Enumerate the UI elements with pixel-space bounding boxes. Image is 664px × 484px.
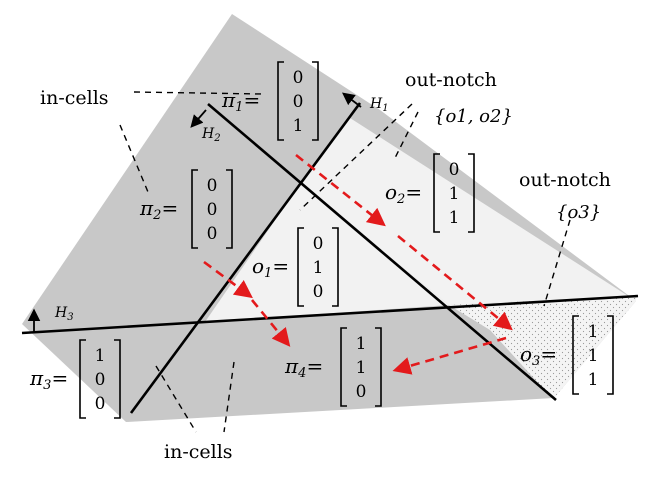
vector-entry: 1	[449, 184, 460, 204]
left-bracket	[79, 339, 86, 419]
label-set-o1o2: {o1, o2}	[434, 106, 513, 127]
right-bracket	[332, 227, 339, 307]
label-set-o3: {o3}	[556, 202, 601, 223]
right-bracket	[226, 169, 233, 249]
label-H2: H2	[201, 126, 221, 144]
cell-vector-π3: π3= 1 0 0	[29, 339, 121, 419]
vector-entry: 1	[356, 358, 367, 378]
vector-entry: 0	[95, 370, 106, 390]
flow-arrow-o1-pi4	[250, 299, 291, 347]
cell-vector-π1: π1= 0 0 1	[221, 61, 319, 141]
vector-entry: 0	[449, 160, 460, 180]
H2-normal-arrow	[190, 109, 207, 128]
vector-entry: 1	[356, 334, 367, 354]
cell-vector-o3: o3= 1 1 1	[520, 315, 614, 395]
label-in-cells-top: in-cells	[40, 87, 109, 109]
left-bracket	[277, 61, 284, 141]
flow-arrow-o3-pi4	[392, 336, 507, 375]
cell-vectors: π1= 0 0 1 π2= 0 0 0 o1= 0 1 0 o2= 0 1 1 π3= 1 0 0 π4= 1 1 0 o3= 1…	[29, 61, 614, 419]
cell-name: π4=	[284, 354, 323, 381]
cell-vector-π2: π2= 0 0 0	[139, 169, 233, 249]
hyperplane-H1	[129, 102, 362, 414]
vector-entry: 1	[588, 322, 599, 342]
vector-entry: 1	[449, 208, 460, 228]
label-out-notch-o3: out-notch	[519, 169, 611, 191]
vector-entry: 0	[207, 224, 218, 244]
cell-name: π1=	[221, 88, 260, 115]
vector-entry: 1	[588, 370, 599, 390]
vector-entry: 0	[313, 282, 324, 302]
left-bracket	[572, 315, 579, 395]
H1-normal-arrow	[341, 92, 362, 108]
right-bracket	[312, 61, 319, 141]
left-bracket	[433, 153, 440, 233]
vector-entry: 0	[293, 68, 304, 88]
vector-entry: 1	[293, 116, 304, 136]
leader-lines	[119, 91, 571, 433]
hyperplane-H3	[21, 294, 639, 335]
vector-entry: 0	[207, 176, 218, 196]
vector-entry: 1	[95, 346, 106, 366]
right-bracket	[607, 315, 614, 395]
vector-entry: 0	[95, 394, 106, 414]
cell-name: o1=	[252, 254, 289, 281]
label-out-notch-o1o2: out-notch	[405, 69, 497, 91]
label-H3: H3	[54, 305, 74, 323]
vector-entry: 0	[313, 234, 324, 254]
left-bracket	[297, 227, 304, 307]
cell-name: o2=	[385, 180, 422, 207]
flow-arrow-pi1-o2	[295, 153, 386, 227]
vector-entry: 0	[293, 92, 304, 112]
light-out-region-o1	[205, 184, 449, 322]
right-bracket	[375, 327, 382, 407]
cell-name: o3=	[520, 342, 557, 369]
vector-entry: 0	[356, 382, 367, 402]
hyperplane-H2	[207, 103, 557, 401]
right-bracket	[114, 339, 121, 419]
flow-arrow-o2-o3	[397, 234, 513, 331]
light-out-region	[300, 118, 636, 305]
left-bracket	[340, 327, 347, 407]
vector-entry: 0	[207, 200, 218, 220]
label-in-cells-bottom: in-cells	[164, 441, 233, 463]
vector-entry: 1	[588, 346, 599, 366]
cell-name: π2=	[139, 196, 178, 223]
vector-entry: 1	[313, 258, 324, 278]
label-H1: H1	[369, 96, 389, 114]
cell-name: π3=	[29, 366, 68, 393]
flow-arrow-pi2-o1	[203, 260, 253, 299]
cell-vector-o1: o1= 0 1 0	[252, 227, 339, 307]
right-bracket	[468, 153, 475, 233]
left-bracket	[191, 169, 198, 249]
cell-vector-o2: o2= 0 1 1	[385, 153, 475, 233]
cell-vector-π4: π4= 1 1 0	[284, 327, 382, 407]
